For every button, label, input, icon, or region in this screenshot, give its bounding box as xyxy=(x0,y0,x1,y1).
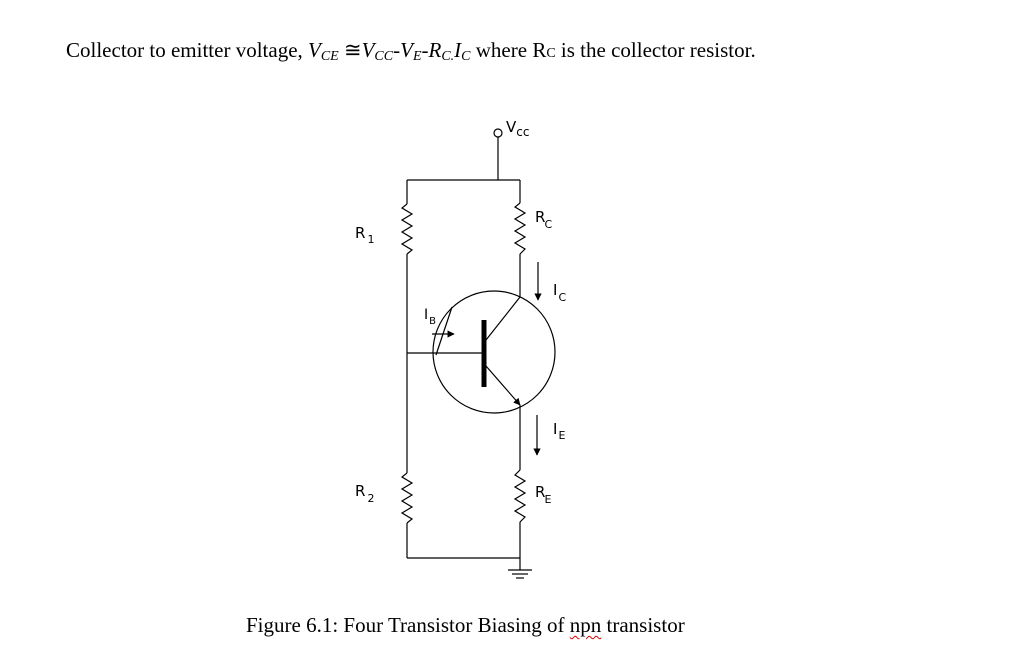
ve-symbol: VE xyxy=(400,38,422,64)
re-label: RE xyxy=(535,483,551,506)
vcc-symbol: VCC xyxy=(361,38,394,64)
ib-slash xyxy=(435,306,453,356)
equation-where: where R xyxy=(470,38,547,62)
ic-label: IC xyxy=(553,281,566,304)
vcc-label: Vcc xyxy=(506,118,529,139)
equation-prefix: Collector to emitter voltage, xyxy=(66,38,309,62)
equation-suffix: is the collector resistor. xyxy=(555,38,756,62)
ib-label: IB xyxy=(424,307,436,327)
vcc-terminal xyxy=(493,128,503,138)
equation-text: Collector to emitter voltage, VCE ≅VCC-V… xyxy=(66,38,756,64)
resistor-r1 xyxy=(400,203,414,255)
transistor-emitter xyxy=(485,365,521,406)
ground-symbol xyxy=(508,569,532,579)
rc-label: RC xyxy=(535,208,552,231)
resistor-re xyxy=(513,469,527,523)
approx-symbol: ≅ xyxy=(338,38,362,62)
ie-label: IE xyxy=(553,420,565,442)
caption-npn: npn xyxy=(569,613,602,637)
transistor-collector xyxy=(485,296,521,341)
resistor-rc xyxy=(513,202,527,255)
figure-caption: Figure 6.1: Four Transistor Biasing of n… xyxy=(246,613,685,637)
rc-symbol: RC. xyxy=(428,38,455,64)
ic-symbol: IC xyxy=(454,38,471,64)
vce-symbol: VCE xyxy=(308,38,339,64)
resistor-r2 xyxy=(400,472,414,524)
transistor-envelope xyxy=(432,290,556,414)
